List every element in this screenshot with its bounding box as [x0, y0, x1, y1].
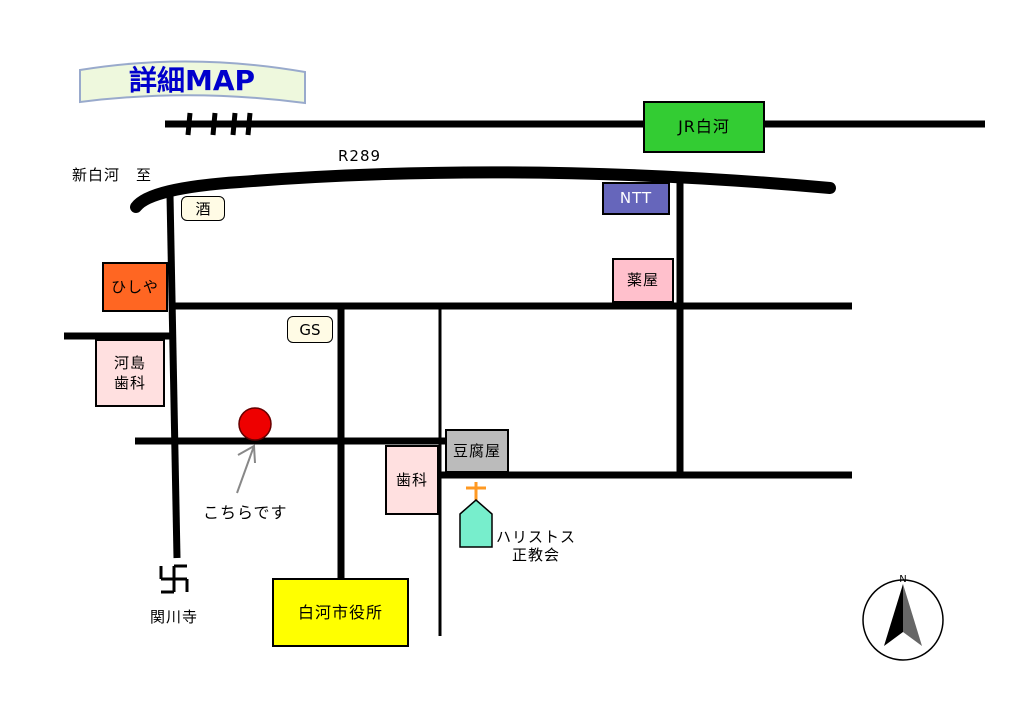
place-kawashima-dental: 河島 歯科: [95, 339, 165, 407]
place-sake-label: 酒: [195, 200, 211, 218]
church-label: ハリストス 正教会: [496, 528, 577, 564]
place-jr-label: JR白河: [678, 117, 730, 137]
place-gs-label: GS: [299, 320, 321, 339]
place-tofuya: 豆腐屋: [445, 429, 509, 473]
map-title: 詳細MAP: [129, 64, 255, 97]
place-ntt: NTT: [602, 182, 670, 215]
place-kusuriya: 薬屋: [612, 258, 674, 303]
place-kawashima-label: 河島 歯科: [113, 353, 146, 392]
destination-marker: [238, 407, 272, 441]
here-label: こちらです: [203, 503, 288, 522]
place-city-hall-label: 白河市役所: [297, 602, 383, 622]
place-city-hall: 白河市役所: [272, 578, 409, 647]
place-tofuya-label: 豆腐屋: [452, 441, 501, 460]
railway-ties: [185, 112, 253, 136]
place-ntt-label: NTT: [619, 189, 653, 208]
place-hishiya-label: ひしや: [111, 277, 159, 296]
temple-manji-icon: [159, 564, 189, 594]
place-hishiya: ひしや: [102, 262, 168, 312]
place-gs: GS: [287, 316, 333, 343]
compass-icon: N: [862, 574, 944, 661]
direction-label: 新白河 至: [72, 166, 153, 184]
place-jr-shirakawa: JR白河: [643, 101, 765, 153]
compass-north-label: N: [899, 574, 906, 585]
church-icon: [459, 482, 493, 548]
place-dental-label: 歯科: [395, 470, 428, 489]
title-banner: [79, 60, 306, 105]
road-west-vertical: [166, 194, 181, 559]
temple-label: 関川寺: [150, 608, 199, 626]
pointer-arrow-icon: [236, 444, 256, 494]
place-sake: 酒: [181, 196, 225, 221]
place-kusuriya-label: 薬屋: [626, 271, 659, 290]
place-dental: 歯科: [385, 445, 439, 515]
road-r289-label: R289: [338, 147, 382, 165]
road-r289: [130, 166, 836, 213]
